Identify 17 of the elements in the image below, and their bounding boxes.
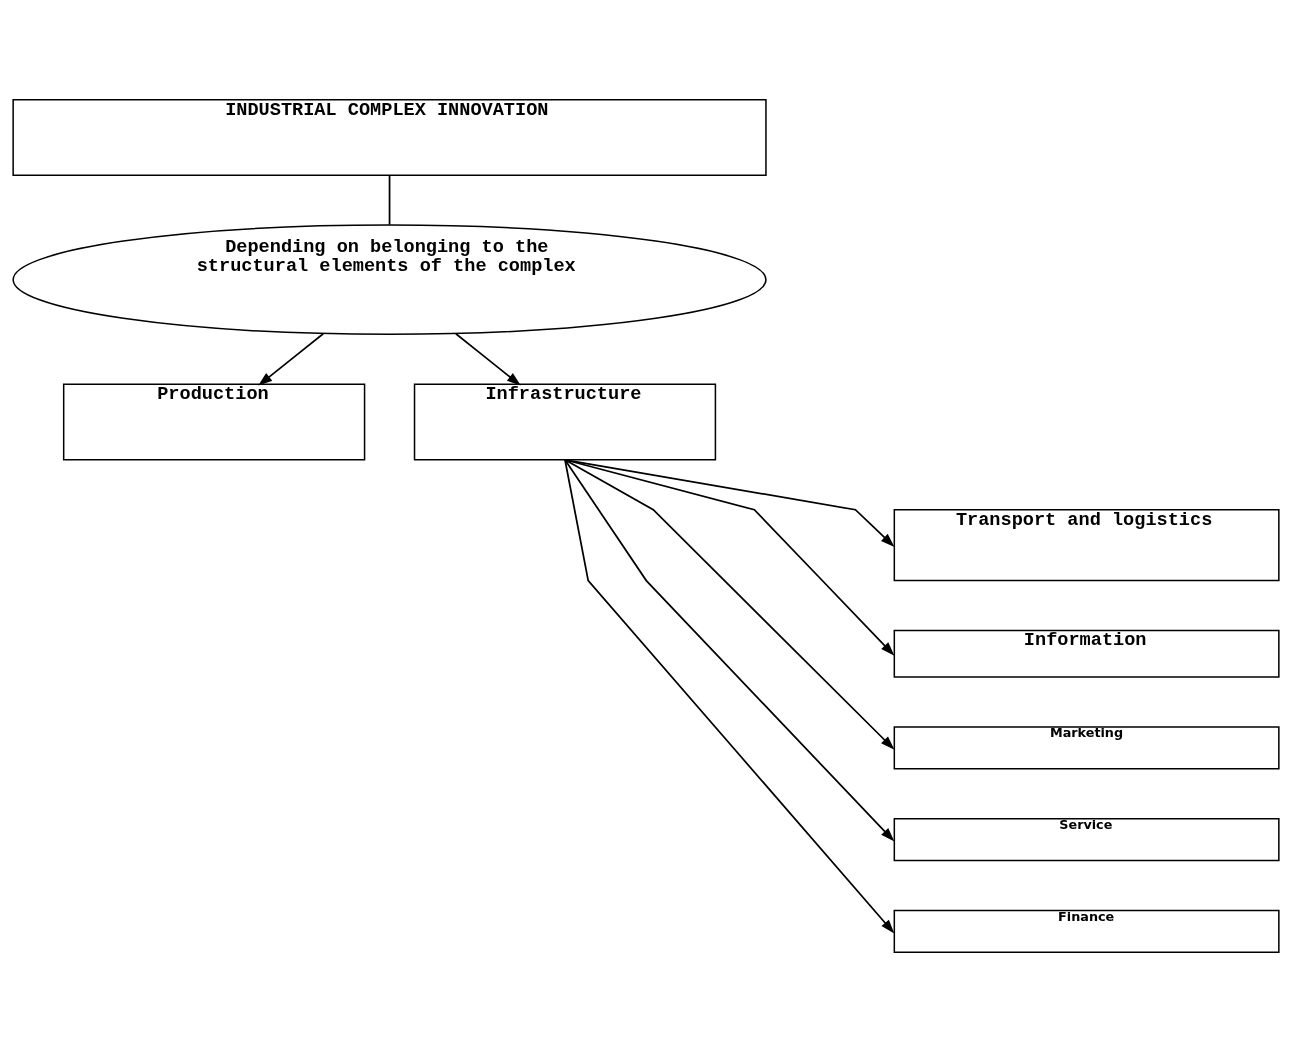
- node-box: Marketing: [893, 726, 1280, 770]
- node-box: Service: [893, 818, 1280, 862]
- connector: [388, 174, 391, 226]
- node-box: Information: [893, 629, 1280, 678]
- arrow: [564, 458, 895, 750]
- arrow: [564, 458, 895, 842]
- arrow: [564, 458, 895, 656]
- node-box: Finance: [893, 909, 1280, 954]
- node-ellipse: Depending on belonging to the structural elements of the complex: [12, 224, 767, 336]
- arrow: [455, 332, 521, 386]
- arrow: [564, 458, 895, 547]
- arrow: [564, 458, 895, 934]
- node-box: INDUSTRIAL COMPLEX INNOVATION: [12, 98, 767, 176]
- arrow: [258, 332, 325, 386]
- node-box: Production: [62, 383, 366, 461]
- node-box: Transport and logistics: [893, 509, 1280, 582]
- node-box: Infrastructure: [413, 383, 717, 461]
